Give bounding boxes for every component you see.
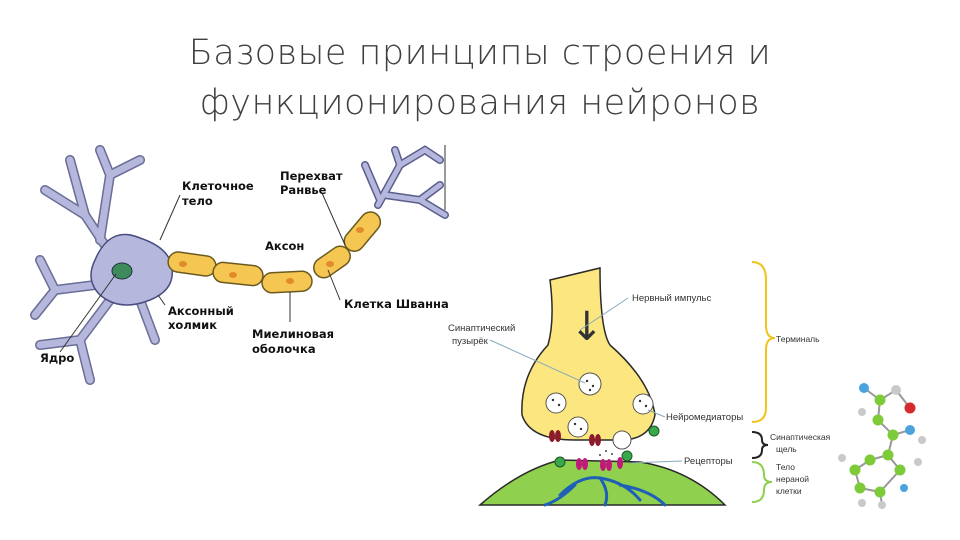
label-nucleus: Ядро: [40, 351, 74, 365]
label-cleft-2: щель: [776, 444, 797, 454]
vesicle-contents: [551, 379, 648, 431]
label-body-3: клетки: [776, 486, 802, 496]
molecule-model: [838, 383, 926, 509]
label-neurotransmitters: Нейромедиаторы: [666, 412, 743, 423]
label-ranvier-1: Перехват: [280, 169, 343, 183]
label-impulse: Нервный импульс: [632, 293, 712, 304]
label-vesicle-2: пузырёк: [452, 336, 489, 347]
label-cell-body-2: тело: [182, 194, 213, 208]
neuron-nucleus: [111, 262, 133, 280]
molecule-atoms: [838, 383, 926, 509]
title-line-2: функционирования нейронов: [199, 83, 761, 123]
page-title: Базовые принципы строения и функциониров…: [0, 28, 960, 128]
body-brace: [751, 461, 773, 503]
neuron-diagram: Клеточное тело Перехват Ранвье Аксон Кле…: [30, 145, 449, 385]
neuron-dendrites: [30, 145, 160, 385]
terminal-brace: [751, 261, 776, 423]
label-schwann: Клетка Шванна: [344, 297, 449, 311]
impulse-arrow-icon: ↓: [570, 304, 604, 350]
label-terminal: Терминаль: [776, 334, 820, 344]
presynaptic-channels: [549, 430, 601, 446]
synapse-diagram: ↓: [448, 261, 831, 507]
postsynaptic-dendrites: [543, 476, 667, 507]
neurotransmitter-molecules: [554, 425, 660, 468]
synaptic-vesicles: [545, 372, 654, 450]
synapse-leader-lines: [489, 297, 683, 464]
label-vesicle-1: Синаптический: [448, 323, 515, 334]
myelin-sheath: [167, 211, 382, 294]
label-cell-body-1: Клеточное: [182, 179, 254, 193]
receptors: [576, 457, 623, 471]
transmitter-dots: [599, 450, 613, 456]
label-axon: Аксон: [265, 239, 304, 253]
neuron-leader-lines: [59, 192, 346, 353]
label-hillock-2: холмик: [168, 318, 217, 332]
label-ranvier-2: Ранвье: [280, 183, 327, 197]
axon-terminal-branches: [361, 145, 449, 219]
label-body-2: нерaной: [776, 474, 809, 484]
cleft-brace: [751, 431, 769, 459]
label-hillock-1: Аксонный: [168, 304, 234, 318]
schwann-nuclei: [179, 227, 364, 284]
label-receptors: Рецепторы: [684, 456, 733, 467]
title-line-1: Базовые принципы строения и: [188, 33, 772, 73]
label-body-1: Тело: [776, 462, 795, 472]
label-cleft-1: Синаптическая: [770, 432, 831, 442]
label-myelin-2: оболочка: [252, 342, 316, 356]
label-myelin-1: Миелиновая: [252, 327, 334, 341]
